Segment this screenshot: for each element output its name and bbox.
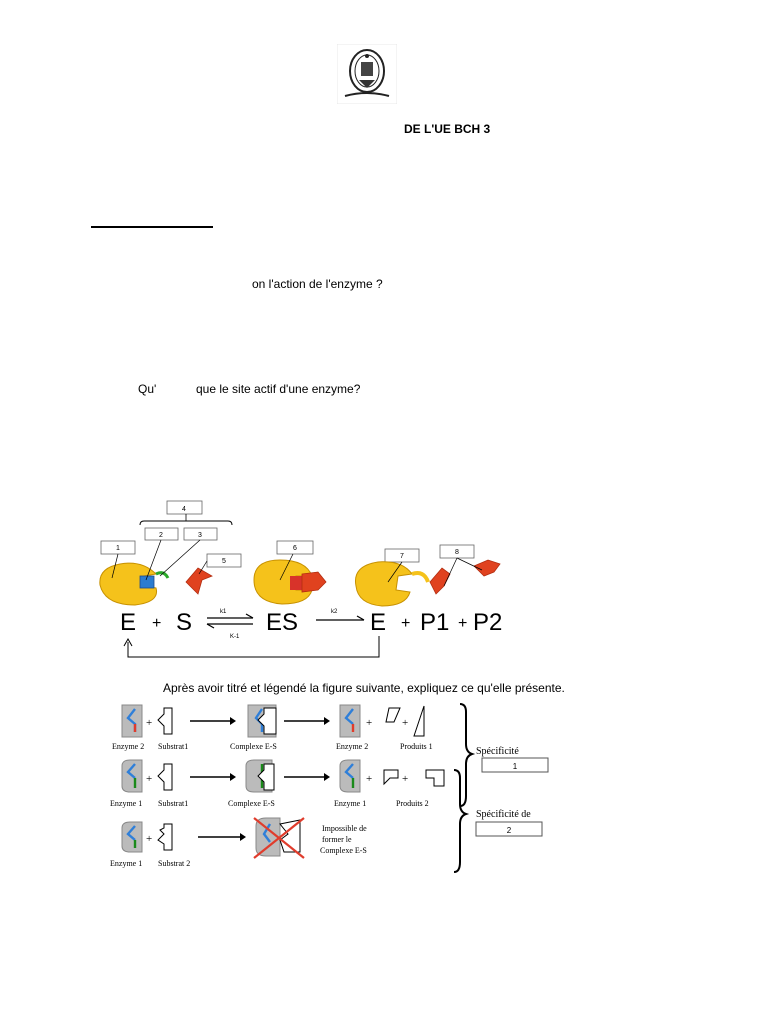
question-2-prefix: Qu' [138, 382, 157, 396]
label-box-6 [276, 540, 314, 555]
label-box-4 [166, 500, 203, 515]
r3-impossible-line3: Complexe E-S [320, 846, 367, 855]
brace-2 [453, 769, 470, 873]
eq-S: S [176, 609, 192, 636]
product-1-shape [429, 567, 451, 595]
specificity-1-box [481, 757, 549, 773]
exam-header: DE L'UE BCH 3 [404, 122, 491, 136]
svg-text:+: + [402, 773, 408, 785]
label-4: 4 [182, 506, 186, 513]
label-3: 3 [198, 532, 202, 539]
eq-ES: ES [266, 609, 298, 636]
specificity-1-label: Spécificité [476, 746, 519, 757]
university-logo [336, 43, 398, 105]
enzyme-mechanism-figure: 4 2 3 1 5 6 7 8 E + S k1 K-1 ES k2 E + [99, 500, 502, 658]
r2-enzyme: Enzyme 1 [110, 799, 142, 808]
specificity-figure: + + + Enzyme 2 Substrat1 Complexe E-S En… [110, 703, 549, 873]
eq-E: E [120, 609, 136, 636]
label-6: 6 [293, 545, 297, 552]
eq-plus-3: + [458, 615, 467, 632]
label-2: 2 [159, 532, 163, 539]
label-5: 5 [222, 558, 226, 565]
r2-complex: Complexe E-S [228, 799, 275, 808]
r3-enzyme: Enzyme 1 [110, 859, 142, 868]
svg-text:+: + [366, 773, 372, 785]
eq-k1: k1 [220, 609, 227, 615]
svg-text:+: + [146, 717, 152, 729]
r1-enzyme-after: Enzyme 2 [336, 742, 368, 751]
r3-impossible-line1: Impossible de [322, 824, 367, 833]
label-8: 8 [455, 549, 459, 556]
enzyme-shape-3 [354, 561, 413, 607]
eq-k2: k2 [331, 609, 338, 615]
label-7: 7 [400, 553, 404, 560]
specificity-2-box [475, 821, 543, 837]
specificity-1-value: 1 [513, 762, 518, 771]
svg-text:+: + [366, 717, 372, 729]
eq-P1: P1 [420, 609, 449, 636]
eq-E-2: E [370, 609, 386, 636]
r2-substrate: Substrat1 [158, 799, 188, 808]
svg-text:+: + [146, 833, 152, 845]
eq-plus-1: + [152, 615, 161, 632]
substrate-shape [185, 567, 213, 595]
question-2: que le site actif d'une enzyme? [196, 382, 361, 396]
r2-enzyme-after: Enzyme 1 [334, 799, 366, 808]
label-box-5 [206, 553, 242, 568]
row-2: + + + Enzyme 1 Substrat1 Complexe E-S En… [110, 759, 445, 808]
r3-substrate: Substrat 2 [158, 859, 190, 868]
eq-plus-2: + [401, 615, 410, 632]
row-3: + Impossible de former le Complexe E-S E… [110, 817, 367, 868]
r1-complex: Complexe E-S [230, 742, 277, 751]
question-3: Après avoir titré et légendé la figure s… [163, 681, 565, 695]
r1-enzyme: Enzyme 2 [112, 742, 144, 751]
substrate1-shape-r1 [157, 707, 173, 735]
label-box-2 [144, 527, 179, 541]
specificity-2-label: Spécificité de [476, 809, 531, 820]
label-box-3 [183, 527, 218, 541]
r3-impossible-line2: former le [322, 835, 352, 844]
specificity-2-value: 2 [507, 826, 512, 835]
r1-products: Produits 1 [400, 742, 433, 751]
brace-1 [459, 703, 476, 807]
svg-text:+: + [146, 773, 152, 785]
recycle-arrow [127, 636, 380, 658]
r1-substrate: Substrat1 [158, 742, 188, 751]
product-2-shape [473, 559, 501, 577]
svg-text:+: + [402, 717, 408, 729]
label-1: 1 [116, 545, 120, 552]
r2-products: Produits 2 [396, 799, 429, 808]
eq-P2: P2 [473, 609, 502, 636]
eq-k-1: K-1 [230, 634, 240, 640]
section-underline [91, 226, 213, 228]
question-1: on l'action de l'enzyme ? [252, 277, 383, 291]
row-1: + + + Enzyme 2 Substrat1 Complexe E-S En… [112, 704, 433, 751]
